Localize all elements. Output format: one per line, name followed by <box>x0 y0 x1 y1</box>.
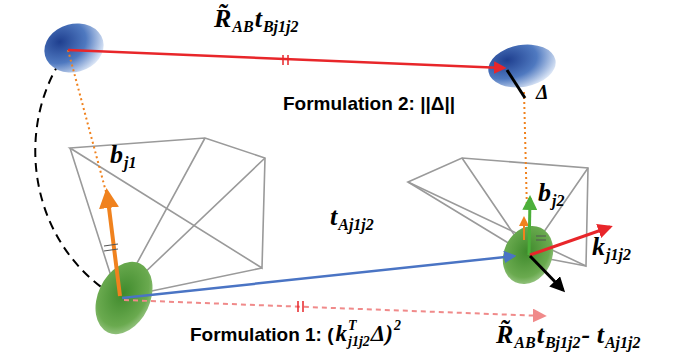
subscript: j1j2 <box>606 247 631 263</box>
math-symbol: t <box>255 6 262 32</box>
math-symbol: b <box>538 180 551 206</box>
delta-segment <box>507 70 525 98</box>
camera-frustum <box>408 158 588 266</box>
math-symbol: R̃ <box>214 6 231 32</box>
subscript: AB <box>232 19 253 35</box>
leader-line <box>68 50 106 192</box>
math-symbol: t <box>537 322 544 348</box>
parallel-mark <box>283 55 288 65</box>
translation-arrow <box>122 256 514 298</box>
axis-arrow <box>529 198 530 255</box>
parallel-mark <box>104 244 118 251</box>
math-symbol: R̃ <box>496 322 513 348</box>
axis-arrow <box>107 192 120 296</box>
parallel-mark <box>536 236 546 240</box>
subscript: Aj1j2 <box>605 335 641 351</box>
relative-translation-arrow <box>68 50 504 68</box>
camera-frustum <box>70 138 265 298</box>
math-symbol: - t <box>581 322 603 348</box>
subscript: j2 <box>552 193 564 209</box>
subscript: Bj1j2 <box>545 335 581 351</box>
leader-line <box>524 92 527 212</box>
subscript: Bj1j2 <box>263 19 299 35</box>
difference-arrow <box>530 256 563 290</box>
subscript: j1 <box>124 155 136 171</box>
axis-arrow <box>523 218 525 240</box>
math-symbol: Δ <box>536 82 549 102</box>
math-symbol: t <box>330 204 337 230</box>
math-symbol: Δ) <box>371 322 393 345</box>
superscript: T <box>348 319 357 333</box>
math-symbol: b <box>110 142 123 168</box>
trajectory-curve <box>35 50 108 292</box>
parallel-mark <box>298 301 303 312</box>
subscript: Aj1j2 <box>338 217 374 233</box>
dashed-translation-arrow <box>124 300 544 316</box>
superscript: 2 <box>394 319 401 333</box>
formulation-label: Formulation 2: ||Δ|| <box>283 94 455 113</box>
subscript: j1j2 <box>348 335 370 349</box>
math-symbol: k <box>592 234 605 260</box>
formulation-label: Formulation 1: ( <box>190 325 334 344</box>
math-symbol: k <box>336 322 348 345</box>
subscript: AB <box>514 335 535 351</box>
